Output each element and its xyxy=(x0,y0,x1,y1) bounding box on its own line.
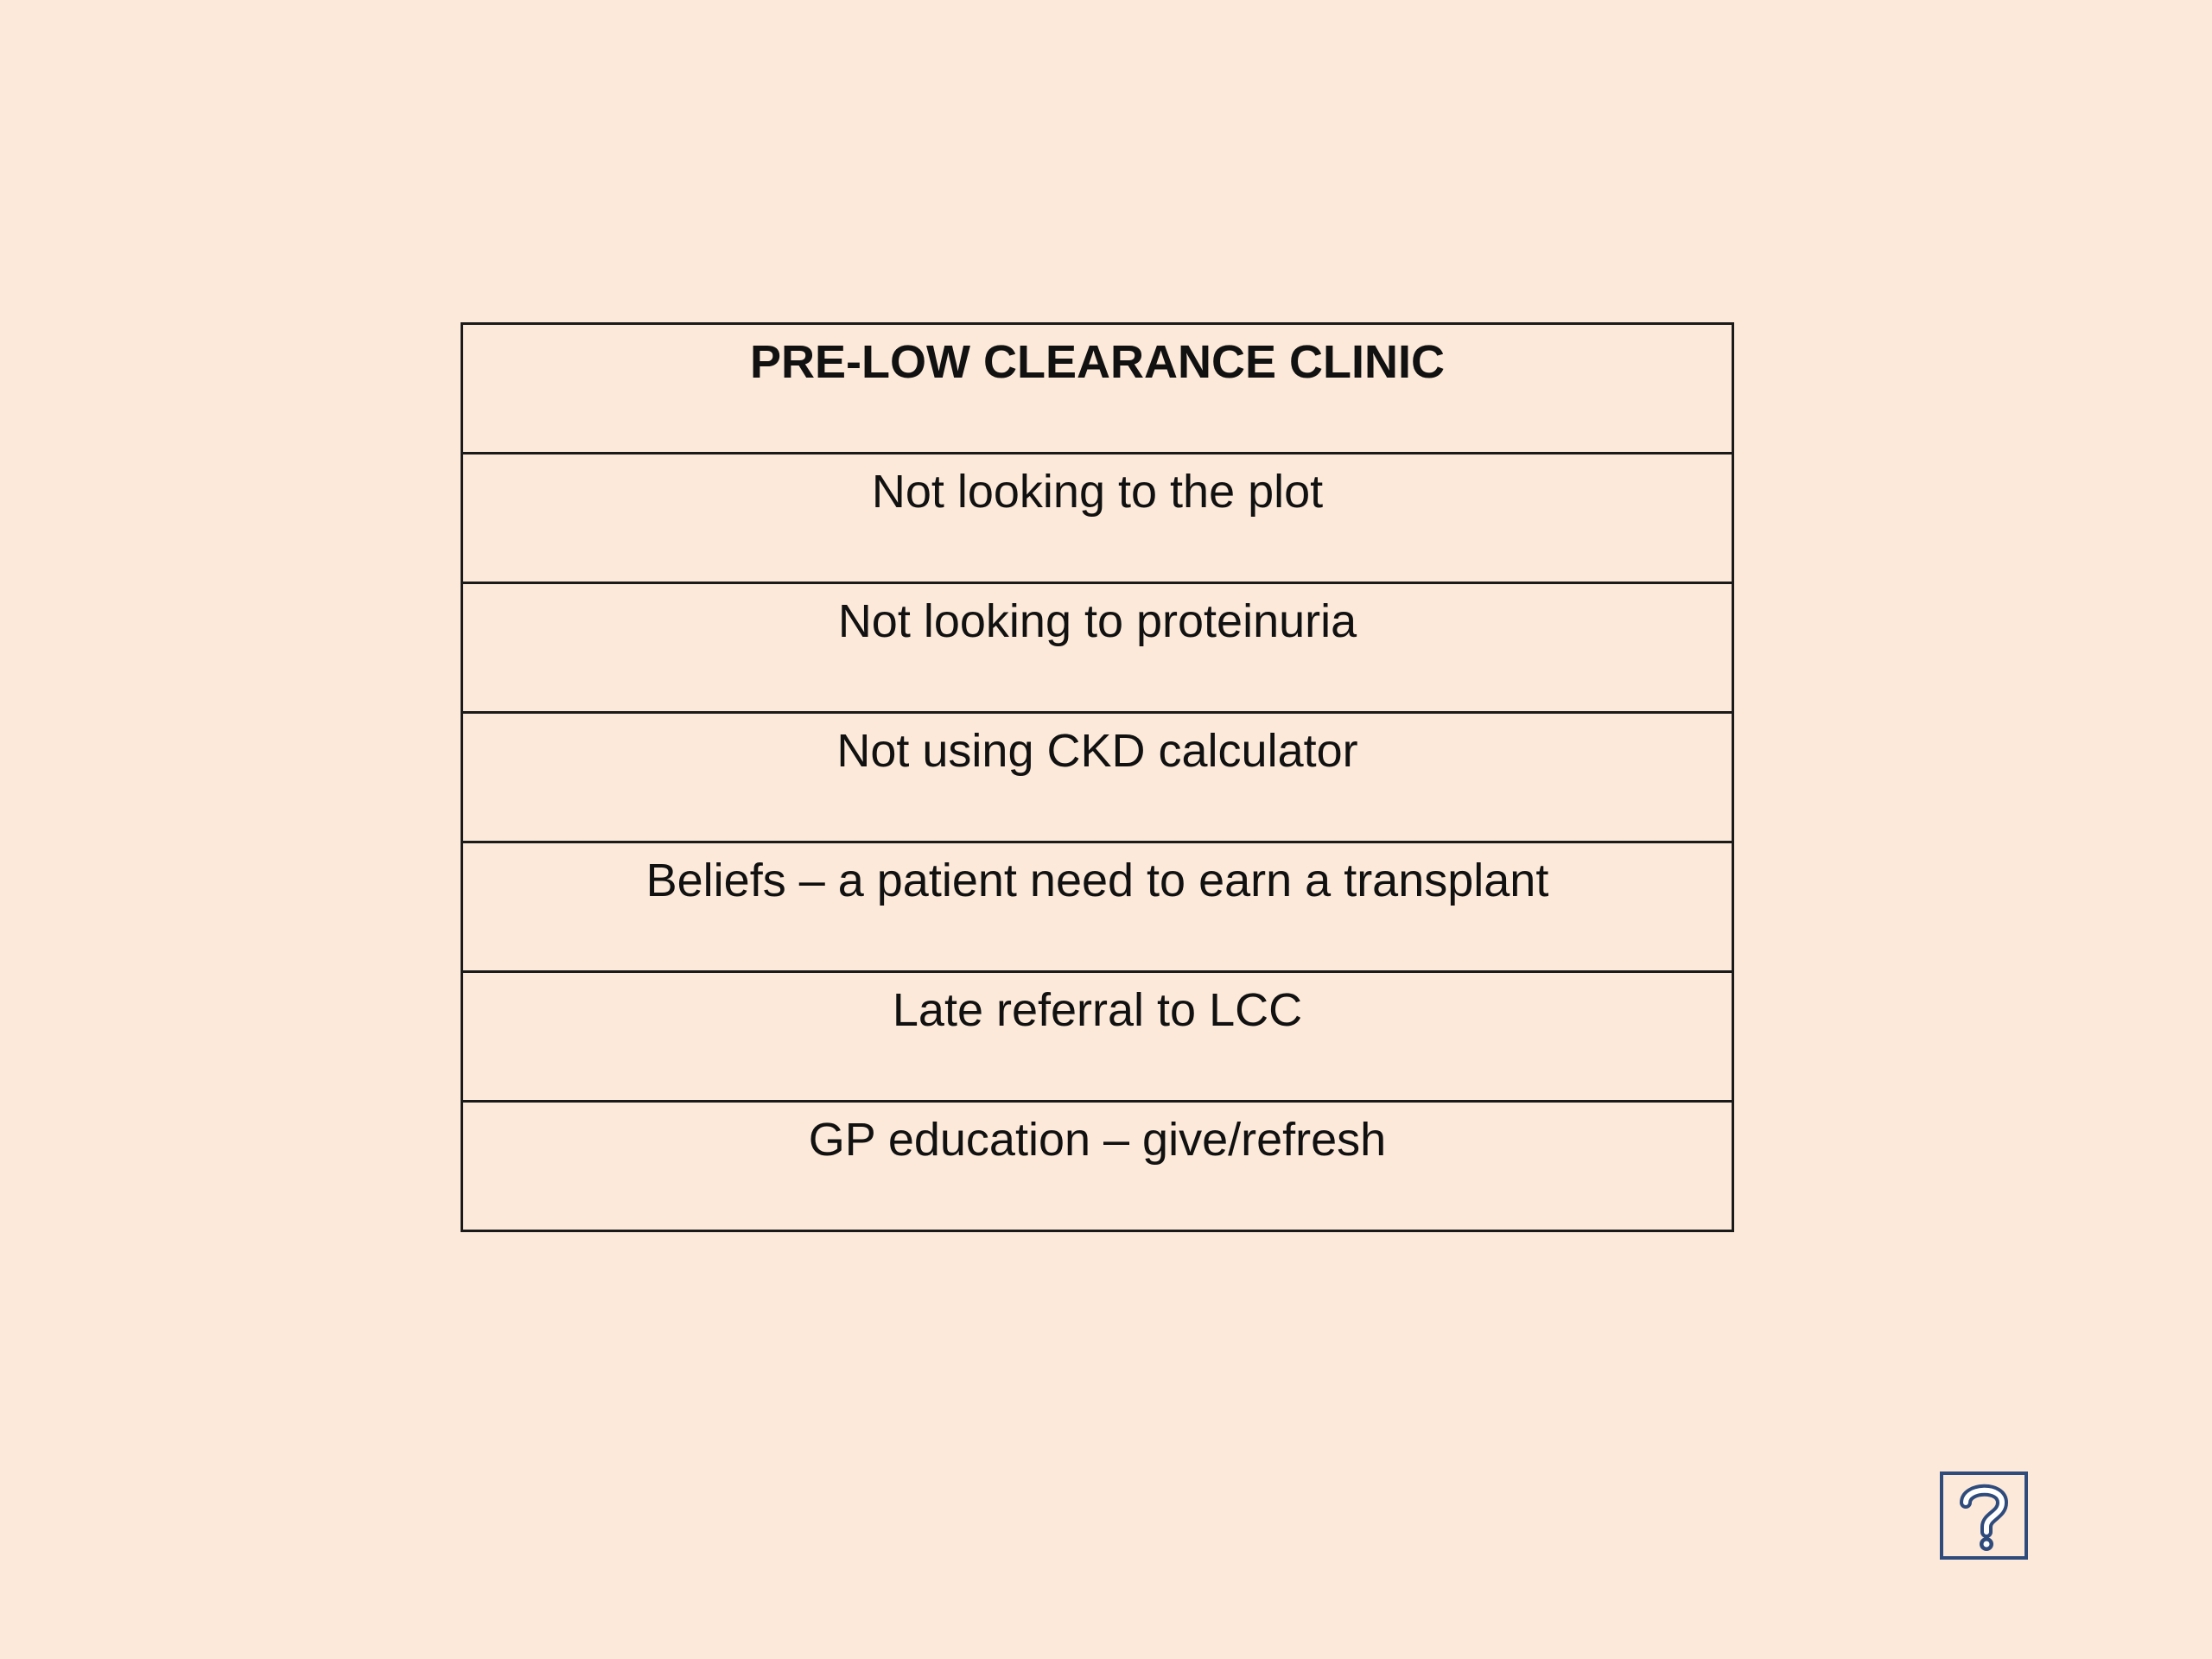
question-mark-icon xyxy=(1960,1484,2009,1551)
table-header: PRE-LOW CLEARANCE CLINIC xyxy=(461,322,1734,454)
table-row: GP education – give/refresh xyxy=(461,1100,1734,1232)
help-button[interactable] xyxy=(1940,1471,2028,1560)
table-row: Not looking to proteinuria xyxy=(461,582,1734,714)
table-cell: GP education – give/refresh xyxy=(461,1100,1734,1232)
table-row: Beliefs – a patient need to earn a trans… xyxy=(461,841,1734,973)
table-cell: Not using CKD calculator xyxy=(461,711,1734,843)
table-row: Not looking to the plot xyxy=(461,452,1734,584)
table-header-row: PRE-LOW CLEARANCE CLINIC xyxy=(461,322,1734,454)
table-row: Late referral to LCC xyxy=(461,970,1734,1103)
table-cell: Beliefs – a patient need to earn a trans… xyxy=(461,841,1734,973)
table-row: Not using CKD calculator xyxy=(461,711,1734,843)
table-cell: Not looking to the plot xyxy=(461,452,1734,584)
clinic-table: PRE-LOW CLEARANCE CLINIC Not looking to … xyxy=(461,322,1734,1232)
table-cell: Not looking to proteinuria xyxy=(461,582,1734,714)
table-cell: Late referral to LCC xyxy=(461,970,1734,1103)
